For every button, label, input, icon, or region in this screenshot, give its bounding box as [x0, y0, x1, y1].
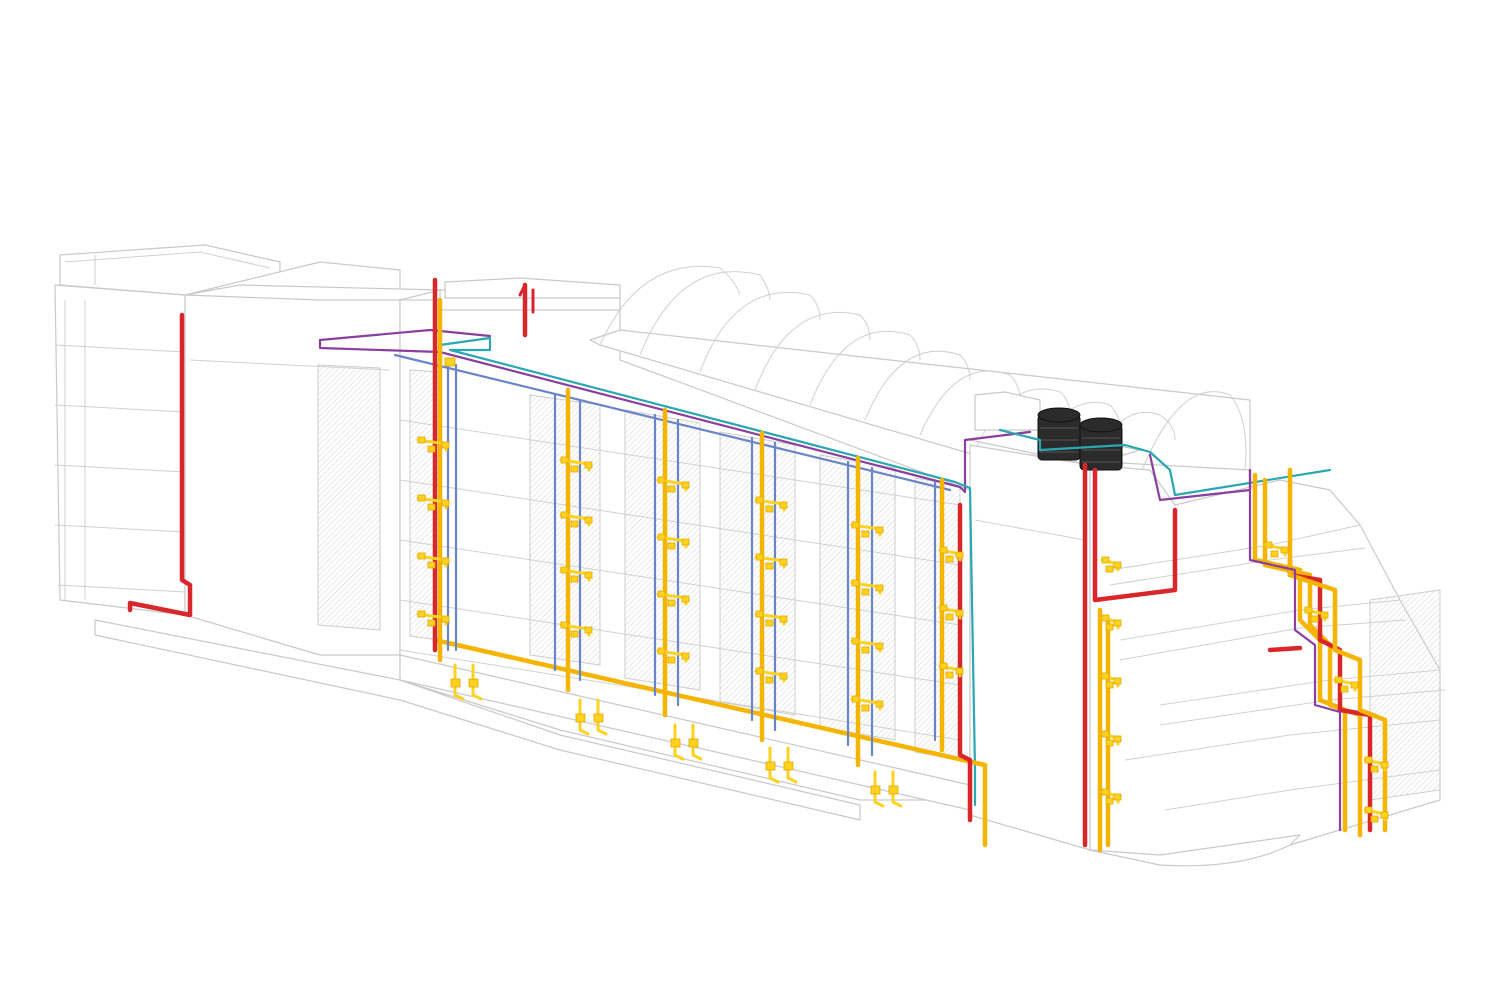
fixture-cluster	[416, 436, 450, 453]
base-fixture-groups	[450, 663, 903, 808]
fixture-cluster	[754, 553, 788, 570]
main-stair-cap	[444, 277, 621, 299]
overflow-header	[438, 336, 977, 807]
fixture-cluster	[559, 456, 593, 473]
riser-2-fire-stub	[518, 283, 527, 297]
fixture-cluster	[656, 476, 690, 493]
fixture-cluster	[1100, 556, 1122, 573]
fixture-cluster	[754, 667, 788, 684]
fixture-cluster	[1303, 606, 1329, 623]
fixture-cluster	[1100, 672, 1122, 689]
fixture-cluster	[850, 579, 884, 596]
left-screen-panel	[317, 364, 381, 631]
riser-cluster-6	[933, 477, 945, 753]
base-fixture-cluster	[450, 663, 483, 701]
fixture-cluster	[1333, 676, 1359, 693]
fixture-cluster	[1100, 788, 1122, 805]
right-tower	[969, 444, 1091, 851]
fixture-cluster	[850, 637, 884, 654]
base-fixture-cluster	[870, 770, 903, 808]
fixture-cluster	[754, 496, 788, 513]
overflow-right-header	[998, 428, 1332, 497]
terrace-riser-c	[1287, 467, 1388, 833]
vent-branch	[318, 328, 492, 342]
water-tank-1	[1037, 407, 1081, 461]
fixture-cluster	[938, 546, 964, 563]
ground-plinth	[94, 619, 861, 821]
terrace-fire-branch	[1267, 645, 1303, 653]
fixture-cluster	[416, 552, 450, 569]
fixture-cluster	[1263, 541, 1289, 558]
fixture-cluster	[1363, 756, 1389, 773]
left-fire-riser	[127, 312, 193, 618]
riser-cluster-1	[432, 277, 458, 663]
fixture-cluster	[938, 604, 964, 621]
pipe-network	[127, 277, 1388, 853]
fixture-cluster	[850, 521, 884, 538]
terrace-screen	[1369, 589, 1441, 801]
fixture-cluster	[1100, 730, 1122, 747]
fixture-cluster	[656, 590, 690, 607]
riser-cluster-2	[553, 387, 582, 693]
fixture-cluster	[416, 610, 450, 627]
bay-3	[624, 409, 701, 691]
right-stair-cap	[974, 391, 1041, 431]
fixture-cluster	[656, 533, 690, 550]
middle-left-roof	[184, 284, 441, 301]
fixture-cluster	[938, 662, 964, 679]
building-shell	[54, 244, 1446, 867]
fixture-cluster	[559, 621, 593, 638]
fixture-cluster	[754, 610, 788, 627]
main-fire-header	[957, 502, 973, 823]
base-fixture-cluster	[670, 723, 703, 761]
terrace-vent-riser	[1248, 468, 1342, 832]
fixture-cluster	[656, 647, 690, 664]
base-fixture-cluster	[575, 698, 608, 736]
main-supply-header	[432, 637, 988, 848]
left-wing	[54, 284, 186, 616]
riser-cluster-5	[846, 455, 874, 768]
terrace-fire-main	[1092, 467, 1178, 603]
vent-header	[318, 338, 1032, 494]
terrace-curve-base	[1089, 834, 1301, 867]
fixture-cluster	[416, 494, 450, 511]
fixture-cluster	[559, 511, 593, 528]
fixture-cluster	[1363, 806, 1389, 823]
fixture-cluster	[559, 566, 593, 583]
base-fixture-cluster	[765, 746, 798, 784]
riser-cluster-3	[653, 407, 680, 718]
riser-cluster-4	[750, 430, 777, 743]
fixture-cluster	[850, 695, 884, 712]
left-wing-floor-lines	[54, 300, 186, 600]
fixture-groups	[416, 436, 1389, 823]
fixture-cluster	[1100, 614, 1122, 631]
water-tank-2	[1079, 417, 1123, 471]
